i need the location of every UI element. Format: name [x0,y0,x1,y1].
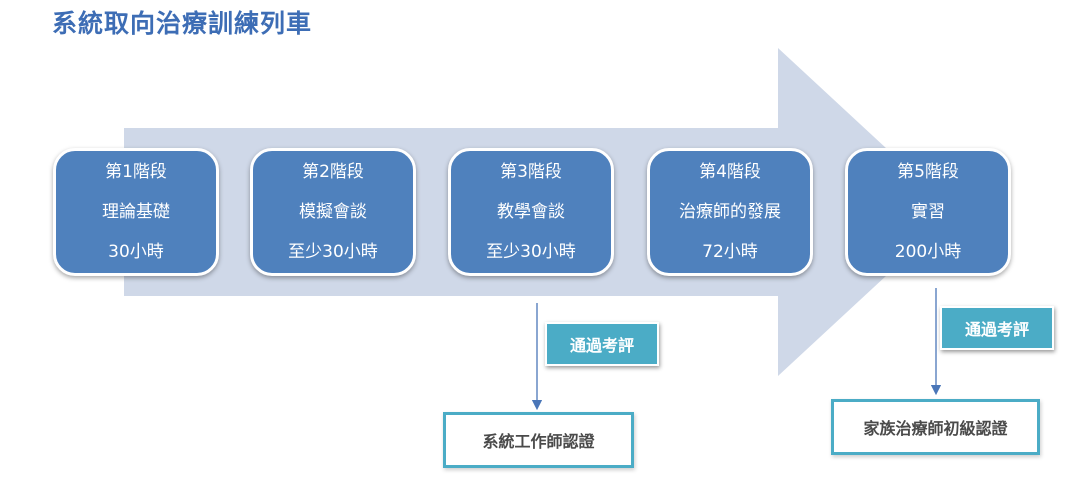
stage-1-name: 理論基礎 [102,202,170,222]
stage-3-hours: 至少30小時 [486,242,576,262]
stage-4-hours: 72小時 [702,242,758,262]
stage-4-box: 第4階段 治療師的發展 72小時 [647,148,813,276]
stage-3-name: 教學會談 [497,202,565,222]
diagram-title: 系統取向治療訓練列車 [52,9,313,38]
stage-2-box: 第2階段 模擬會談 至少30小時 [250,148,416,276]
certification-box-2: 家族治療師初級認證 [831,399,1040,455]
evaluation-badge-2: 通過考評 [940,306,1054,350]
stage-5-hours: 200小時 [894,242,962,262]
evaluation-badge-1: 通過考評 [545,322,659,366]
stage-4-name: 治療師的發展 [679,202,781,222]
stage-5-number: 第5階段 [897,162,959,182]
stage-3-number: 第3階段 [500,162,562,182]
stage-5-name: 實習 [911,202,945,222]
stage-2-number: 第2階段 [302,162,364,182]
stage-3-box: 第3階段 教學會談 至少30小時 [448,148,614,276]
stage-2-hours: 至少30小時 [288,242,378,262]
stage-5-box: 第5階段 實習 200小時 [845,148,1011,276]
stage-1-box: 第1階段 理論基礎 30小時 [53,148,219,276]
stage-2-name: 模擬會談 [299,202,367,222]
stage-1-number: 第1階段 [105,162,167,182]
certification-box-1: 系統工作師認證 [443,412,634,468]
stage-4-number: 第4階段 [699,162,761,182]
stage-1-hours: 30小時 [108,242,164,262]
